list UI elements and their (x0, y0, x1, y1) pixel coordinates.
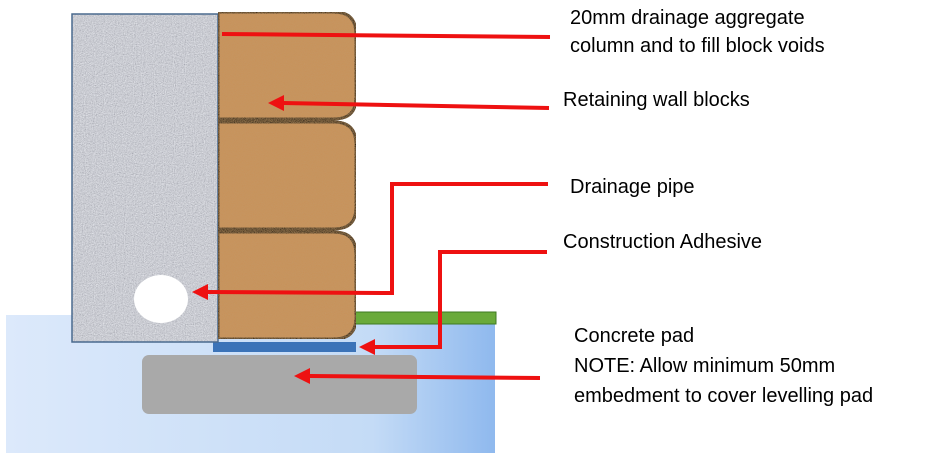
pipe-leader-line (205, 182, 548, 296)
arrowheads (192, 95, 375, 384)
adhesive-arrowhead (359, 339, 375, 355)
concrete-label-line2: NOTE: Allow minimum 50mm (574, 355, 836, 377)
concrete-label: Concrete pad NOTE: Allow minimum 50mm em… (574, 321, 873, 411)
concrete-label-line3: embedment to cover levelling pad (574, 385, 874, 407)
leader-lines (205, 32, 551, 380)
blocks-arrowhead (268, 95, 284, 111)
adhesive-strip (213, 342, 356, 352)
aggregate-label-line2: column and to fill block voids (570, 35, 825, 57)
retaining-wall-blocks (216, 10, 358, 341)
aggregate-leader-line (221, 32, 551, 39)
concrete-pad (142, 355, 417, 414)
drainage-pipe (134, 275, 188, 323)
grass-strip (354, 311, 497, 325)
concrete-arrowhead (294, 368, 310, 384)
pipe-label: Drainage pipe (570, 176, 695, 198)
wall-block-bottom (216, 230, 358, 341)
blocks-label: Retaining wall blocks (563, 89, 750, 111)
wall-block-top (216, 10, 358, 121)
aggregate-label: 20mm drainage aggregate column and to fi… (570, 4, 825, 60)
concrete-leader-line (309, 374, 541, 380)
adhesive-label: Construction Adhesive (563, 231, 763, 253)
aggregate-label-line1: 20mm drainage aggregate (570, 7, 805, 29)
concrete-label-line1: Concrete pad (574, 325, 695, 347)
pipe-arrowhead (192, 284, 208, 300)
blocks-leader-line (282, 101, 550, 110)
adhesive-leader-line (372, 250, 547, 349)
wall-block-middle (216, 120, 358, 231)
